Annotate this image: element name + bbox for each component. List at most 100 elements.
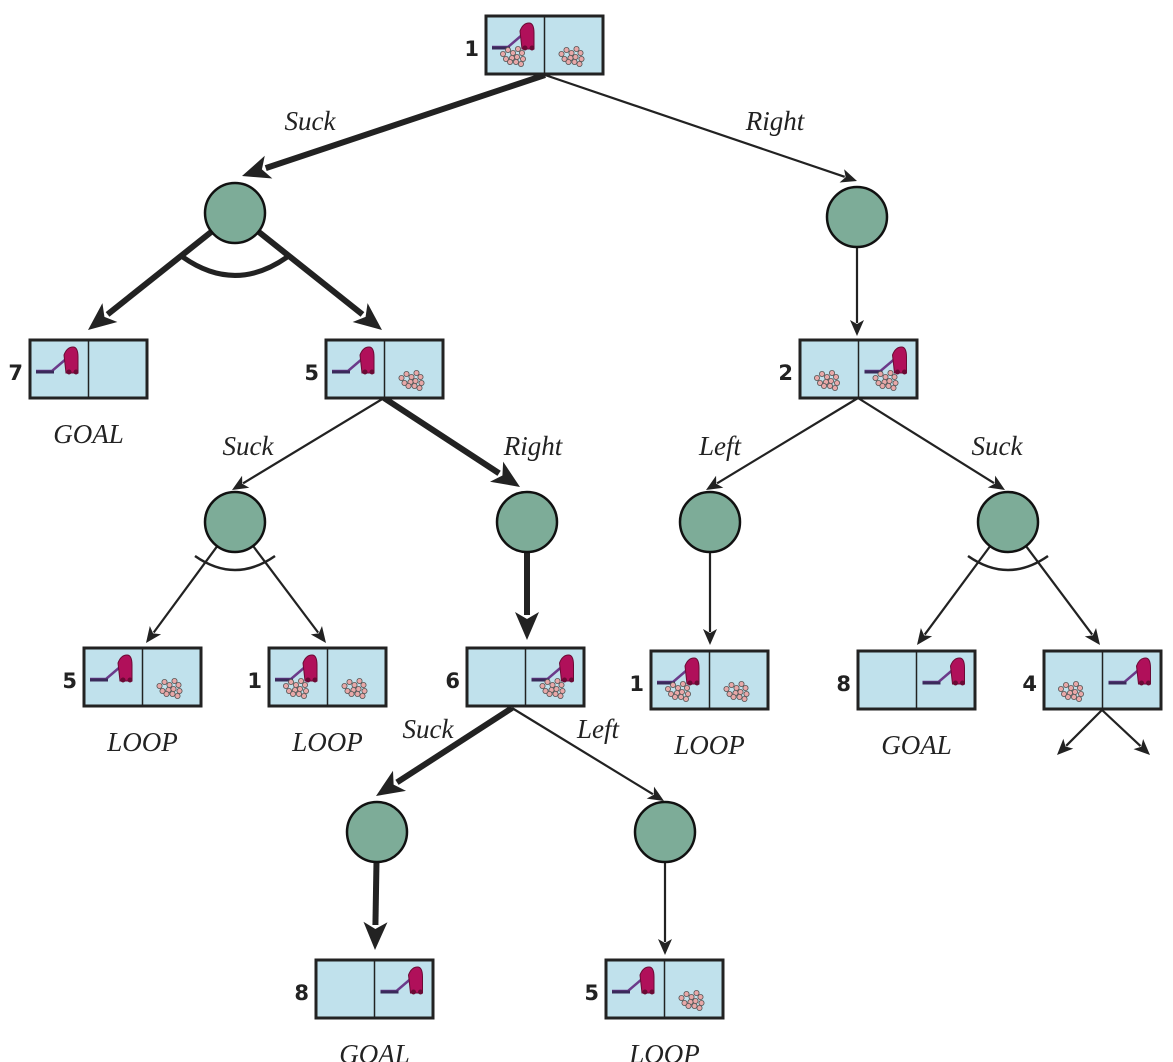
or-node — [203, 181, 267, 245]
vacuum-wheel — [305, 677, 311, 683]
dirt-speck — [344, 687, 351, 694]
arrowhead-icon — [850, 320, 864, 336]
vacuum-body — [639, 966, 655, 994]
dirt-speck — [163, 690, 170, 697]
dirt-speck — [346, 679, 353, 685]
dirt-icon — [723, 681, 750, 702]
vacuum-wheel — [127, 677, 133, 683]
arrowhead-icon — [706, 475, 724, 490]
dirt-speck — [571, 58, 578, 65]
state-number: 1 — [247, 669, 262, 693]
dirt-speck — [558, 682, 565, 688]
dirt-speck — [665, 686, 671, 692]
dirt-speck — [565, 58, 572, 65]
dirt-speck — [872, 375, 879, 381]
vacuum-icon — [492, 22, 535, 51]
dirt-speck — [733, 685, 740, 691]
dirt-icon — [814, 370, 840, 391]
dirt-icon — [156, 678, 183, 699]
vacuum-icon — [612, 966, 655, 995]
state-number: 5 — [62, 669, 77, 693]
dirt-speck — [505, 47, 511, 53]
dirt-speck — [892, 379, 899, 386]
vacuum-icon — [531, 654, 574, 683]
dirt-speck — [1061, 690, 1067, 697]
dirt-speck — [174, 692, 181, 699]
arrowhead-icon — [658, 939, 672, 955]
dirt-speck — [403, 371, 410, 377]
edge-line — [152, 543, 220, 634]
dirt-speck — [885, 382, 892, 389]
dirt-icon — [678, 990, 705, 1011]
status-goal: GOAL — [339, 1039, 410, 1062]
dirt-speck — [685, 1002, 692, 1009]
arrowhead-icon — [489, 461, 520, 487]
edge-line — [242, 397, 385, 485]
dirt-speck — [678, 995, 685, 1001]
dirt-speck — [1077, 690, 1084, 697]
dirt-icon — [398, 370, 425, 391]
dirt-speck — [361, 687, 368, 694]
state-number: 2 — [778, 361, 793, 385]
dirt-icon — [539, 678, 566, 699]
status-goal: GOAL — [53, 419, 124, 449]
state-number: 8 — [836, 672, 851, 696]
action-label-right: Right — [745, 106, 806, 136]
dirt-speck — [398, 375, 405, 381]
arrowhead-icon — [242, 155, 273, 179]
dirt-speck — [413, 370, 420, 376]
status-loop: LOOP — [291, 727, 363, 757]
vacuum-body — [1135, 657, 1151, 685]
vacuum-wheel — [73, 369, 79, 375]
dirt-speck — [683, 991, 690, 997]
dirt-speck — [691, 1002, 698, 1009]
dirt-speck — [688, 994, 695, 1000]
dirt-speck — [293, 682, 299, 688]
vacuum-wheel — [369, 369, 375, 375]
state-number: 6 — [445, 669, 460, 693]
action-label-suck: Suck — [285, 106, 337, 136]
dirt-speck — [297, 678, 304, 684]
dirt-speck — [819, 371, 825, 377]
dirt-speck — [348, 690, 355, 697]
status-loop: LOOP — [673, 730, 745, 760]
arrowhead-icon — [917, 627, 933, 645]
dirt-speck — [736, 693, 743, 700]
dirt-speck — [742, 685, 749, 691]
dirt-speck — [741, 695, 748, 702]
dirt-speck — [693, 990, 700, 996]
dirt-speck — [295, 690, 302, 697]
dirt-speck — [683, 685, 690, 691]
dirt-speck — [558, 51, 565, 57]
dirt-speck — [301, 682, 308, 688]
arrowhead-icon — [987, 475, 1005, 490]
vacuum-wheel — [687, 680, 693, 686]
dirt-icon — [1058, 681, 1084, 702]
arrowhead-icon — [232, 475, 250, 490]
or-node — [633, 800, 697, 864]
action-label-suck: Suck — [223, 431, 275, 461]
dirt-speck — [1063, 682, 1069, 688]
dirt-speck — [169, 690, 176, 697]
arrowhead-icon — [839, 169, 857, 183]
vacuum-wheel — [1146, 680, 1151, 686]
dirt-speck — [170, 686, 177, 692]
dirt-speck — [1071, 689, 1078, 695]
arrowhead-icon — [515, 612, 539, 640]
vacuum-wheel — [953, 680, 958, 686]
dirt-speck — [879, 382, 886, 389]
dirt-speck — [698, 999, 705, 1006]
edge-line — [382, 395, 501, 476]
dirt-speck — [405, 382, 412, 389]
dirt-speck — [678, 689, 685, 695]
dirt-speck — [821, 382, 827, 389]
dirt-speck — [354, 690, 361, 697]
dirt-speck — [1058, 686, 1064, 692]
dirt-speck — [577, 50, 584, 56]
dirt-speck — [743, 690, 750, 697]
vacuum-wheel — [694, 680, 700, 686]
vacuum-wheel — [120, 677, 126, 683]
dirt-speck — [1068, 685, 1074, 691]
